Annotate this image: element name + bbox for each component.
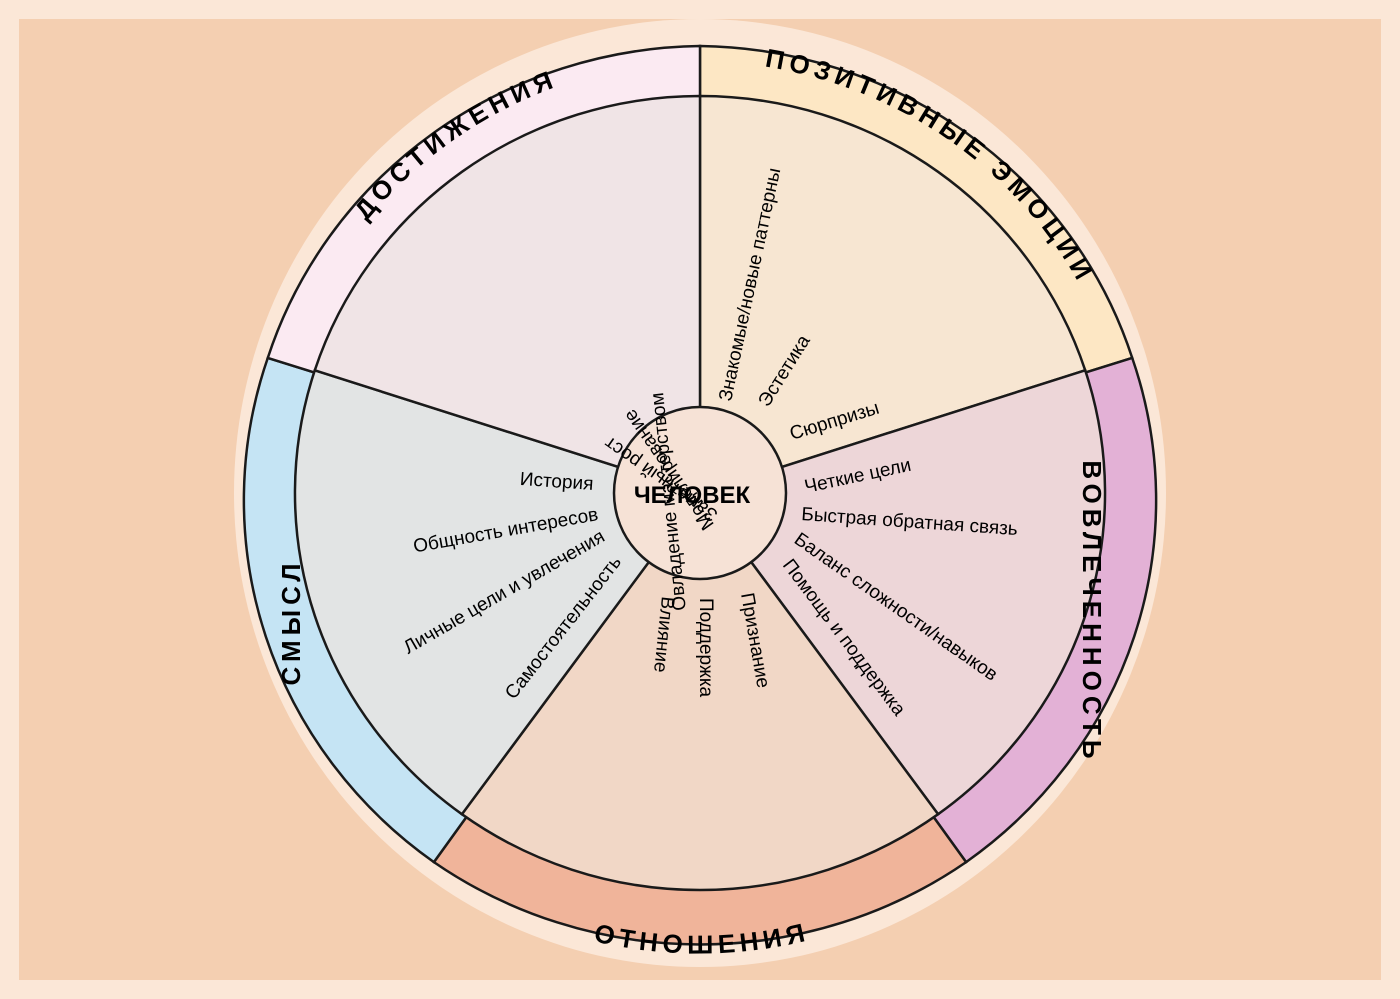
center-label: ЧЕЛОВЕК	[634, 482, 751, 509]
center-circle	[612, 405, 788, 581]
inner-meaning	[293, 368, 703, 816]
title-meaning: СМЫСЛ	[276, 559, 306, 686]
inner-positive-emotions	[698, 94, 1087, 495]
inner-achievements	[313, 94, 702, 495]
title-engagement: ВОВЛЕЧЕННОСТЬ	[1077, 460, 1107, 763]
inner-relationships	[460, 490, 940, 892]
inner-engagement	[697, 368, 1107, 816]
item-support: Поддержка	[695, 598, 716, 698]
item-story: История	[519, 469, 594, 495]
